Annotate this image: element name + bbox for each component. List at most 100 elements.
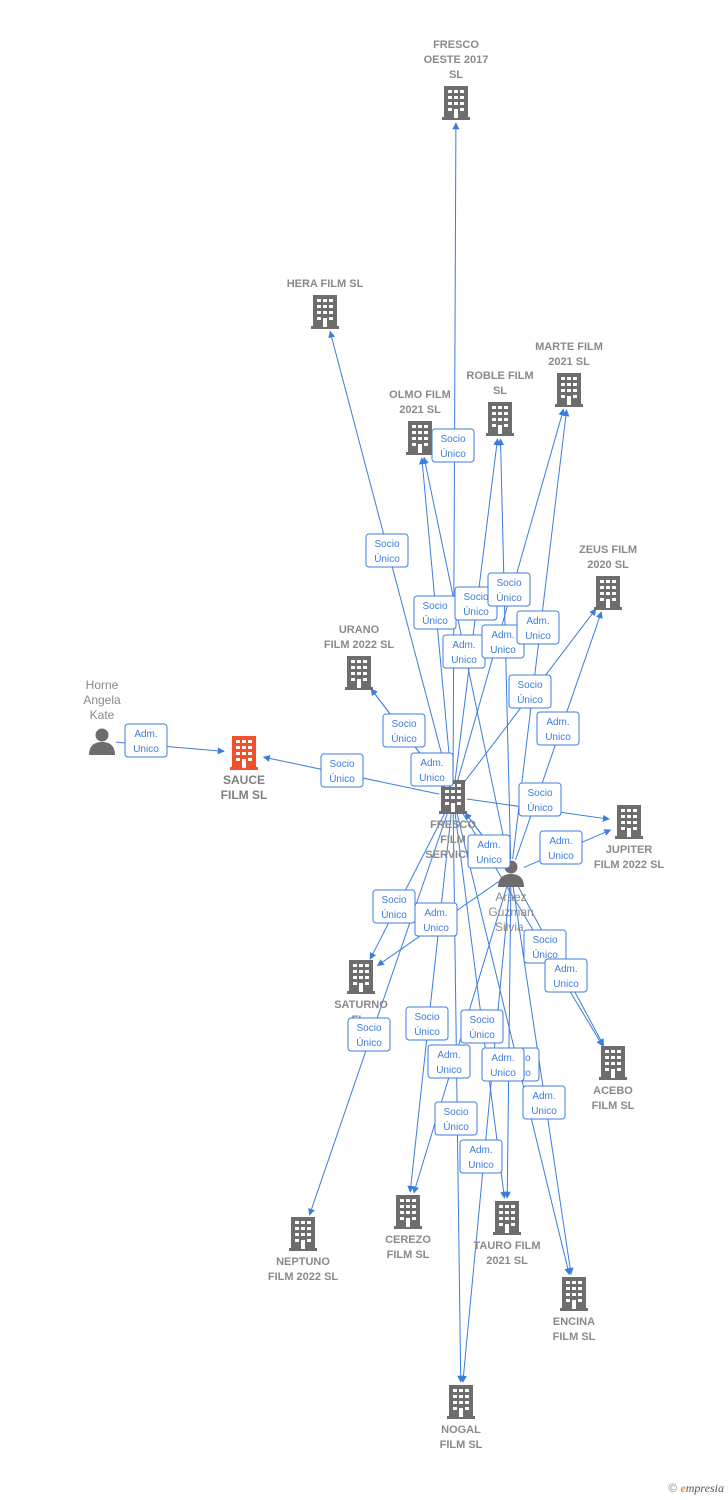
edge-label-text: Adm. xyxy=(469,1145,492,1156)
edge-label-text: Socio xyxy=(443,1107,468,1118)
edge-label-box xyxy=(382,713,426,748)
node-nogal[interactable]: NOGAL FILM SL xyxy=(440,1385,483,1451)
node-label: Araez xyxy=(495,890,526,904)
edge-label-text: Unico xyxy=(490,1068,516,1079)
edge-label-text: Adm. xyxy=(420,758,443,769)
edge-label-text: Socio xyxy=(414,1012,439,1023)
node-label: NEPTUNO xyxy=(276,1256,330,1268)
edge-label-araez-to-olmo[interactable]: Adm.Unico xyxy=(442,634,486,669)
edges-layer xyxy=(115,122,612,1383)
node-label: NOGAL xyxy=(441,1424,481,1436)
edge-label-text: Socio xyxy=(374,539,399,550)
edge-label-araez-to-encina[interactable]: Adm.Unico xyxy=(522,1085,566,1120)
node-label: Horne xyxy=(86,678,119,692)
edge-label-text: Socio xyxy=(440,434,465,445)
edge-label-box xyxy=(518,782,562,817)
edge-label-text: Unico xyxy=(531,1106,557,1117)
edge-label-text: Socio xyxy=(356,1023,381,1034)
edge-label-text: Adm. xyxy=(491,630,514,641)
edge-label-horne-to-sauce[interactable]: Adm.Unico xyxy=(124,723,168,758)
node-label: JUPITER xyxy=(606,844,653,856)
edge-label-araez-to-zeus[interactable]: Adm.Unico xyxy=(536,711,580,746)
node-label: Kate xyxy=(90,708,115,722)
edge-label-text: Único xyxy=(414,1025,440,1038)
edge-label-araez-to-marte[interactable]: Adm.Unico xyxy=(516,610,560,645)
edge-label-text: Único xyxy=(469,1028,495,1041)
node-label: FILM 2022 SL xyxy=(324,639,395,651)
edge-label-araez-to-jupiter[interactable]: Adm.Unico xyxy=(539,830,583,865)
edge-label-text: Único xyxy=(527,801,553,814)
node-label: Guzman xyxy=(488,905,533,919)
edge-fresco-services-to-neptuno xyxy=(308,810,449,1216)
node-saturno[interactable]: SATURNOFI... xyxy=(334,960,388,1026)
edge-label-box xyxy=(516,610,560,645)
node-label: URANO xyxy=(339,624,380,636)
edge-label-araez-to-saturno[interactable]: Adm.Unico xyxy=(414,902,458,937)
edge-label-text: Unico xyxy=(451,655,477,666)
edge-label-araez-to-fresco-services[interactable]: Adm.Unico xyxy=(467,834,511,869)
edge-fresco-services-to-nogal xyxy=(452,810,465,1383)
edge-label-araez-to-cerezo[interactable]: Adm.Unico xyxy=(427,1044,471,1079)
edge-label-araez-to-acebo[interactable]: Adm.Unico xyxy=(544,958,588,993)
node-label: SAUCE xyxy=(223,773,265,787)
edge-label-box xyxy=(522,1085,566,1120)
node-label: OESTE 2017 xyxy=(424,54,489,66)
edge-label-text: Único xyxy=(517,693,543,706)
node-label: FILM SL xyxy=(440,1439,483,1451)
edge-label-text: Único xyxy=(374,552,400,565)
building-icon xyxy=(599,1046,627,1080)
edge-label-text: Unico xyxy=(423,923,449,934)
edge-label-box xyxy=(467,834,511,869)
edge-label-text: Socio xyxy=(422,601,447,612)
node-label: SL xyxy=(449,69,463,81)
edge-label-text: Adm. xyxy=(437,1050,460,1061)
node-label: ROBLE FILM xyxy=(466,370,533,382)
node-label: FILM 2022 SL xyxy=(594,859,665,871)
edge-label-araez-to-nogal[interactable]: Adm.Unico xyxy=(459,1139,503,1174)
node-label: HERA FILM SL xyxy=(287,278,364,290)
edge-label-text: Unico xyxy=(133,744,159,755)
edge-label-box xyxy=(347,1017,391,1052)
node-label: CEREZO xyxy=(385,1234,431,1246)
building-icon xyxy=(394,1195,422,1229)
edge-label-araez-to-tauro[interactable]: Adm.Unico xyxy=(481,1047,525,1082)
brand-logo[interactable]: empresia xyxy=(680,1481,724,1495)
edge-label-araez-to-roble[interactable]: Adm.Unico xyxy=(481,624,525,659)
edge-label-text: Socio xyxy=(463,592,488,603)
edge-label-araez-to-urano[interactable]: Adm.Unico xyxy=(410,752,454,787)
edge-label-box xyxy=(539,830,583,865)
edge-label-text: Socio xyxy=(496,578,521,589)
node-urano[interactable]: URANO FILM 2022 SL xyxy=(324,624,395,690)
node-jupiter[interactable]: JUPITER FILM 2022 SL xyxy=(594,805,665,871)
node-hera[interactable]: HERA FILM SL xyxy=(287,278,364,329)
